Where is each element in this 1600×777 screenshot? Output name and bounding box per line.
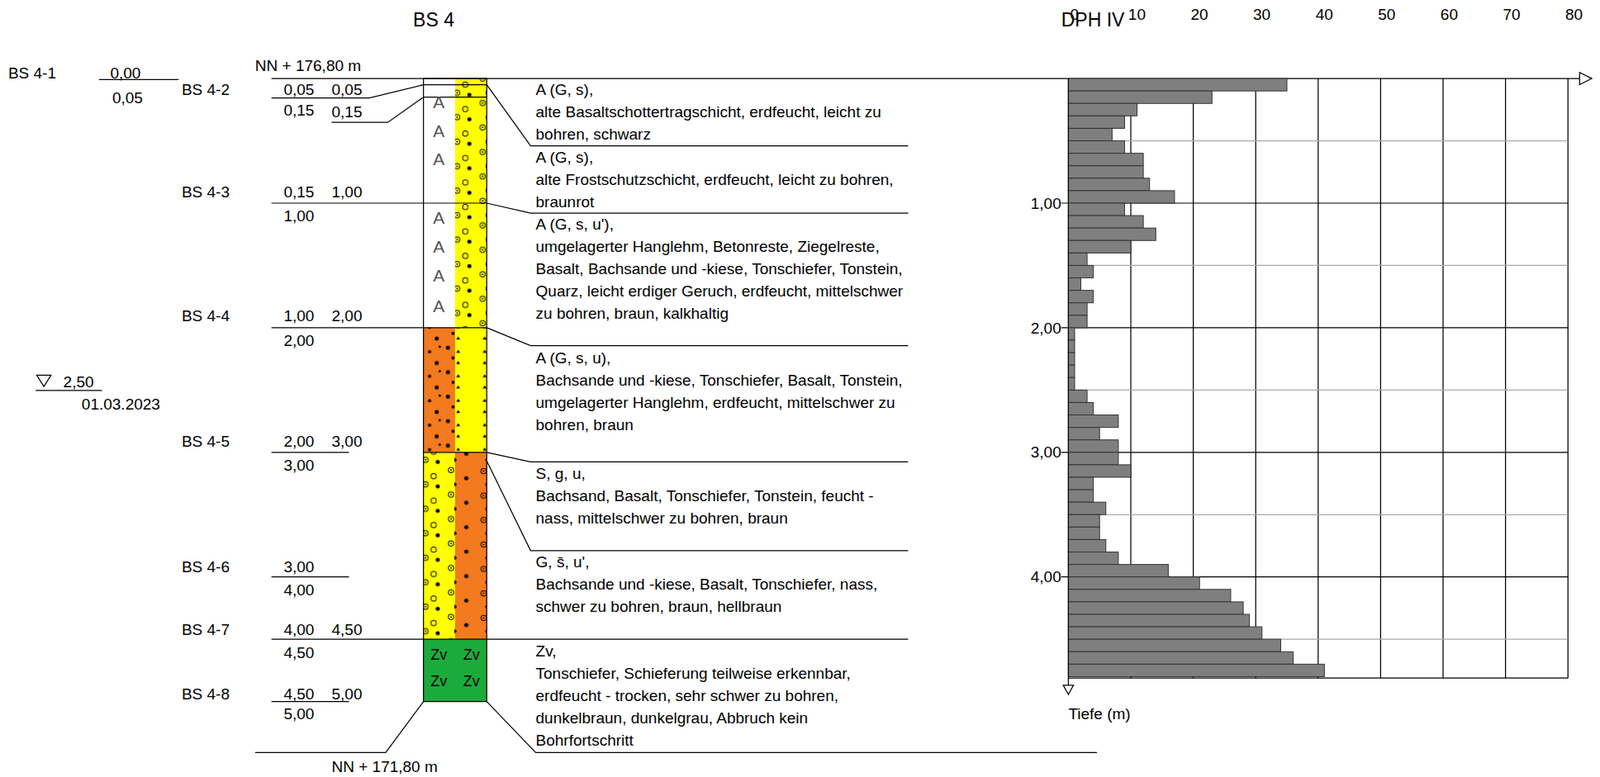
axis-tick: 70 [1502,3,1520,26]
axis-tick: 10 [1128,3,1146,26]
axis-tick: 20 [1190,3,1208,26]
axis-tick: 40 [1315,3,1334,26]
axis-tick: 80 [1565,3,1583,26]
label: 2,00 [283,430,314,453]
label: 0,05 [331,78,362,101]
fill-symbol: Zv [430,644,447,667]
axis-tick: 50 [1377,3,1396,26]
label: 2,00 [283,329,314,352]
label: 5,00 [283,702,314,726]
axis-tick: 3,00 [1030,441,1062,464]
label: 1,00 [283,204,314,228]
water-date: 01.03.2023 [81,393,161,416]
label: 4,50 [331,618,362,641]
sample-id: BS 4-1 [8,61,57,85]
soil-code: S, g, u, [536,462,586,485]
soil-code: A (G, s), [536,146,594,169]
label: 1,00 [283,304,314,328]
fill-symbol: A [432,235,445,258]
fill-symbol: A [432,294,445,318]
label: 4,50 [283,641,314,665]
label: 0,00 [109,61,141,85]
sample-id: BS 4-2 [181,78,230,101]
label: 0,05 [283,78,314,101]
label: 3,00 [331,430,362,453]
water-level: 2,50 [63,370,95,394]
soil-description: Tonschiefer, Schieferung teilweise erken… [536,662,906,752]
label: 4,50 [283,683,314,706]
label: 4,00 [283,618,314,641]
soil-code: G, s̄, u', [536,550,590,574]
soil-code: A (G, s, u'), [536,213,614,236]
fill-symbol: A [432,264,445,287]
label: 4,00 [283,579,314,602]
soil-description: alte Basaltschottertragschicht, erdfeuch… [536,100,906,146]
sample-id: BS 4-7 [181,618,230,641]
axis-tick: 4,00 [1030,565,1062,589]
sample-id: BS 4-8 [181,683,230,706]
soil-code: Zv, [536,640,557,663]
axis-tick: 2,00 [1030,317,1062,340]
fill-symbol: Zv [463,644,480,667]
fill-symbol: A [432,206,445,229]
axis-tick: 30 [1253,3,1271,26]
axis-tick: 60 [1440,3,1458,26]
fill-symbol: Zv [463,670,480,694]
soil-code: A (G, s), [536,78,594,101]
soil-description: umgelagerter Hanglehm, Betonreste, Ziege… [536,235,906,325]
fill-symbol: A [432,147,445,171]
fill-symbol: A [432,90,445,114]
label: 1,00 [331,180,362,204]
label: 3,00 [283,454,314,477]
sample-id: BS 4-4 [181,304,230,328]
axis-tick: 1,00 [1030,192,1062,215]
soil-code: A (G, s, u), [536,346,612,370]
label: 0,05 [112,86,143,110]
soil-description: Bachsande und -kiese, Tonschiefer, Basal… [536,369,906,437]
fill-symbol: A [432,119,445,143]
soil-description: alte Frostschutzschicht, erdfeucht, leic… [536,168,906,214]
label: 2,00 [331,304,362,328]
soil-description: Bachsande und -kiese, Basalt, Tonschiefe… [536,573,906,618]
label: 0,15 [283,99,314,122]
elevation: NN + 176,80 m [255,54,361,77]
sample-id: BS 4-5 [181,430,230,453]
title: BS 4 [413,9,455,32]
axis-title: Tiefe (m) [1068,702,1130,726]
fill-symbol: Zv [430,670,447,694]
label: 3,00 [283,555,314,579]
elevation: NN + 171,80 m [331,755,437,777]
sample-id: BS 4-6 [181,555,230,579]
label: 5,00 [331,683,362,706]
axis-tick: 0 [1070,3,1080,26]
soil-description: Bachsand, Basalt, Tonschiefer, Tonstein,… [536,484,906,530]
label: 0,15 [283,180,314,204]
label: 0,15 [331,100,362,124]
sample-id: BS 4-3 [181,180,230,204]
